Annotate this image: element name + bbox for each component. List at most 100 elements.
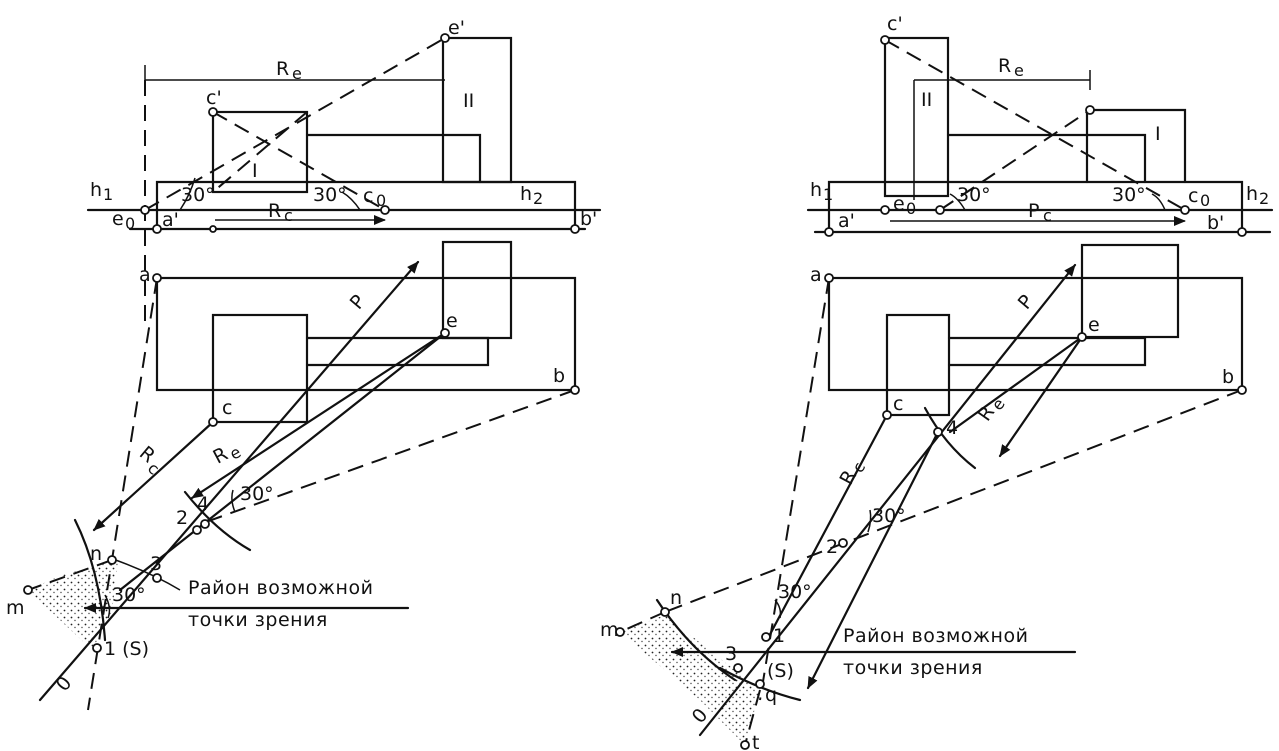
left-arc-n [73, 518, 107, 642]
left-label-h2-sub: 2 [533, 189, 543, 208]
right-arc-30b [1151, 193, 1166, 211]
right-point-2 [838, 538, 848, 548]
left-angle-2: 30° [313, 184, 347, 206]
left-base-block [155, 180, 577, 231]
left-label-h: h [90, 179, 102, 201]
left-label-b-prime: b' [580, 208, 597, 230]
left-angle-4: 30° [112, 584, 146, 606]
left-point-a [152, 273, 162, 283]
left-angle-1: 30° [181, 184, 215, 206]
right-point-e0 [935, 205, 945, 215]
left-label-e0-sub: 0 [125, 214, 135, 233]
left-arc-3 [109, 557, 181, 591]
right-point-n [660, 607, 670, 617]
left-mid-block [305, 133, 482, 184]
left-label-e-prime: e' [448, 17, 465, 39]
left-ray-b [202, 389, 576, 524]
left-label-3: 3 [150, 553, 162, 575]
right-building-II [883, 36, 950, 198]
right-point-c [882, 410, 892, 420]
right-ray-Rc [765, 413, 889, 642]
right-angle-1: 30° [957, 184, 991, 206]
right-point-c0base [880, 205, 890, 215]
right-sight-e [939, 109, 1091, 211]
right-label-3: 3 [725, 643, 737, 665]
left-point-m [23, 585, 33, 595]
right-point-a [824, 273, 834, 283]
right-label-4: 4 [946, 417, 958, 439]
left-diagram: R e c' e' h 1 h 2 e 0 a' c 0 R c b' 30° … [6, 17, 602, 711]
left-label-c0-sub: 0 [376, 191, 386, 210]
right-point-q [755, 679, 765, 689]
right-point-3 [733, 663, 743, 673]
right-elevation [806, 35, 1274, 237]
left-building-I [211, 110, 309, 194]
left-plan-mid [305, 336, 490, 367]
right-angle-30-lower [774, 599, 782, 619]
right-point-c0 [1180, 205, 1190, 215]
right-point-a1 [824, 227, 834, 237]
right-point-e [1077, 332, 1087, 342]
right-ray-b [664, 389, 1243, 613]
left-point-c1 [208, 107, 218, 117]
right-point-4 [933, 427, 943, 437]
left-sight-e [144, 37, 446, 211]
right-label-h2-sub: 2 [1259, 189, 1269, 208]
left-point-3 [152, 573, 162, 583]
left-label-e0: e [112, 208, 124, 230]
left-label-P: P [346, 291, 370, 314]
left-plan-base [155, 276, 577, 392]
right-point-c1 [880, 35, 890, 45]
left-arc-30a [179, 177, 196, 211]
left-label-Rc-sub: c [284, 206, 293, 225]
right-diagram: c' R e h 1 a' e 0 P c c 0 b' h 2 30° 30°… [600, 13, 1274, 751]
right-region-hatch [620, 615, 760, 745]
left-label-c-prime: c' [206, 87, 222, 109]
left-roman-II: II [463, 90, 474, 112]
right-label-h1-sub: 1 [823, 185, 833, 204]
left-arc-4 [183, 490, 252, 552]
right-base-block [827, 180, 1244, 234]
right-label-c: c [893, 393, 903, 415]
right-ray-2 [806, 430, 940, 690]
left-arc-30b [341, 191, 361, 211]
right-plan [615, 243, 1247, 750]
right-point-m [615, 627, 625, 637]
left-label-c0: c [363, 185, 373, 207]
left-label-h2: h [520, 183, 532, 205]
left-plan [23, 240, 580, 711]
right-label-q: q [765, 684, 777, 706]
left-point-c0 [380, 205, 390, 215]
right-roman-I: I [1155, 123, 1161, 145]
left-point-2 [192, 525, 202, 535]
right-ray-t [744, 689, 761, 746]
left-label-m: m [6, 597, 25, 619]
left-label-n: n [90, 543, 102, 565]
right-note-line1: Район возможной [843, 625, 1028, 647]
right-angle-2: 30° [1112, 184, 1146, 206]
right-ray-4 [948, 335, 1084, 434]
right-plan-mid [947, 336, 1147, 367]
right-label-e0: e [893, 193, 905, 215]
left-building-II [441, 36, 513, 184]
left-point-c [208, 417, 218, 427]
right-angle-3: 30° [872, 505, 906, 527]
right-label-S: (S) [767, 660, 794, 682]
left-point-e0 [140, 205, 150, 215]
left-point-b [570, 385, 580, 395]
right-point-1 [761, 632, 771, 642]
left-note-line2: точки зрения [188, 609, 328, 631]
right-label-c0-sub: 0 [1200, 191, 1210, 210]
left-point-n [107, 555, 117, 565]
left-label-1S: 1 (S) [104, 638, 149, 660]
right-label-a: a [810, 264, 822, 286]
right-arc-30a [949, 193, 966, 211]
left-angle-30-plan [231, 489, 236, 513]
left-label-R: R [276, 58, 289, 80]
right-note-line2: точки зрения [843, 657, 983, 679]
left-ray-Re [190, 331, 447, 500]
left-sight-c [212, 111, 386, 211]
right-ray-m [619, 611, 666, 633]
left-point-e1 [440, 33, 450, 43]
